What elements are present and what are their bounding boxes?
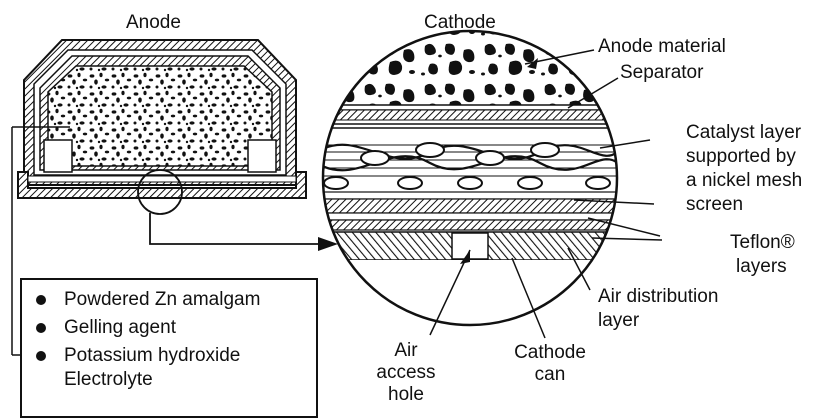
separator-label: Separator — [620, 62, 703, 84]
air-access-label-l2: access — [356, 362, 456, 384]
catalyst-label-l4: screen — [686, 194, 743, 216]
air-access-label-l1: Air — [356, 340, 456, 362]
legend-item-text: Gelling agent — [64, 317, 176, 338]
legend-item: Gelling agent — [34, 314, 316, 342]
teflon-label-l2: layers — [736, 256, 787, 278]
bullet-icon — [36, 323, 46, 333]
anode-material-label: Anode material — [598, 36, 726, 58]
legend-item-text: Powdered Zn amalgam — [64, 289, 260, 310]
legend-item-continuation: Electrolyte — [64, 370, 316, 390]
cathode-can-label-l1: Cathode — [500, 342, 600, 364]
anode-gasket-right — [248, 140, 276, 172]
anode-gasket-left — [44, 140, 72, 172]
legend-item-text: Potassium hydroxide — [64, 345, 240, 366]
catalyst-label-l1: Catalyst layer — [686, 122, 801, 144]
catalyst-label-l3: a nickel mesh — [686, 170, 802, 192]
air-access-label-l3: hole — [356, 384, 456, 406]
anode-title: Anode — [126, 12, 181, 34]
bullet-icon — [36, 351, 46, 361]
anode-paste — [48, 66, 272, 166]
air-distribution-label-l1: Air distribution — [598, 286, 718, 308]
cathode-can-label-l2: can — [500, 364, 600, 386]
air-distribution-label-l2: layer — [598, 310, 639, 332]
teflon-label-l1: Teflon® — [730, 232, 795, 254]
catalyst-label-l2: supported by — [686, 146, 796, 168]
anode-contents-legend: Powdered Zn amalgam Gelling agent Potass… — [20, 278, 318, 418]
cathode-title: Cathode — [424, 12, 496, 34]
legend-item: Powdered Zn amalgam — [34, 286, 316, 314]
bullet-icon — [36, 295, 46, 305]
legend-item: Potassium hydroxide Electrolyte — [34, 342, 316, 390]
